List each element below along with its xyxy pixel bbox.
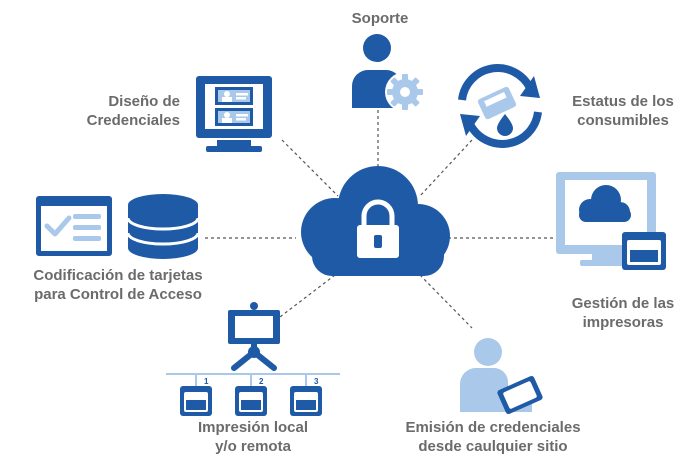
label-gestion-line-1: Gestión de las [571, 295, 675, 312]
label-diseno-line-2: Credenciales [86, 112, 180, 129]
support-person-gear-icon [352, 34, 425, 112]
presentation-network-printers-icon: 1 2 3 [166, 302, 340, 416]
label-diseno-line-1: Diseño de [108, 93, 180, 110]
connector-diseno [281, 139, 339, 197]
form-database-icon [36, 194, 200, 259]
label-codificacion-line-2: para Control de Acceso [34, 286, 202, 303]
label-emision: Emisión de credenciales desde caulquier … [388, 418, 598, 456]
label-codificacion: Codificación de tarjetas para Control de… [2, 266, 234, 304]
label-estatus-line-2: consumibles [577, 112, 669, 129]
label-emision-line-2: desde caulquier sitio [418, 438, 568, 455]
monitor-id-cards-icon [196, 76, 272, 152]
label-gestion: Gestión de las impresoras [548, 294, 698, 332]
label-impresion-line-2: y/o remota [215, 438, 291, 455]
label-soporte: Soporte [330, 9, 430, 28]
printer-number-3: 3 [314, 377, 319, 386]
connectors [205, 110, 556, 329]
label-codificacion-line-1: Codificación de tarjetas [33, 267, 203, 284]
network-printer-1 [180, 386, 212, 416]
label-estatus-line-1: Estatus de los [572, 93, 674, 110]
refresh-consumables-icon [458, 64, 542, 148]
printer-number-2: 2 [259, 377, 264, 386]
connector-estatus [419, 139, 473, 197]
monitor-cloud-printer-icon [556, 172, 666, 270]
cloud-lock-icon [301, 166, 450, 276]
label-diseno: Diseño de Credenciales [40, 92, 180, 130]
network-printer-2 [235, 386, 267, 416]
connector-impresion [275, 274, 336, 321]
label-emision-line-1: Emisión de credenciales [405, 419, 581, 436]
label-gestion-line-2: impresoras [582, 314, 664, 331]
connector-emision [419, 274, 473, 329]
person-tablet-icon [460, 338, 543, 415]
network-printer-3 [290, 386, 322, 416]
label-impresion: Impresión local y/o remota [178, 418, 328, 456]
printer-number-1: 1 [204, 377, 209, 386]
label-estatus: Estatus de los consumibles [548, 92, 698, 130]
label-soporte-line-1: Soporte [351, 10, 409, 27]
label-impresion-line-1: Impresión local [197, 419, 309, 436]
